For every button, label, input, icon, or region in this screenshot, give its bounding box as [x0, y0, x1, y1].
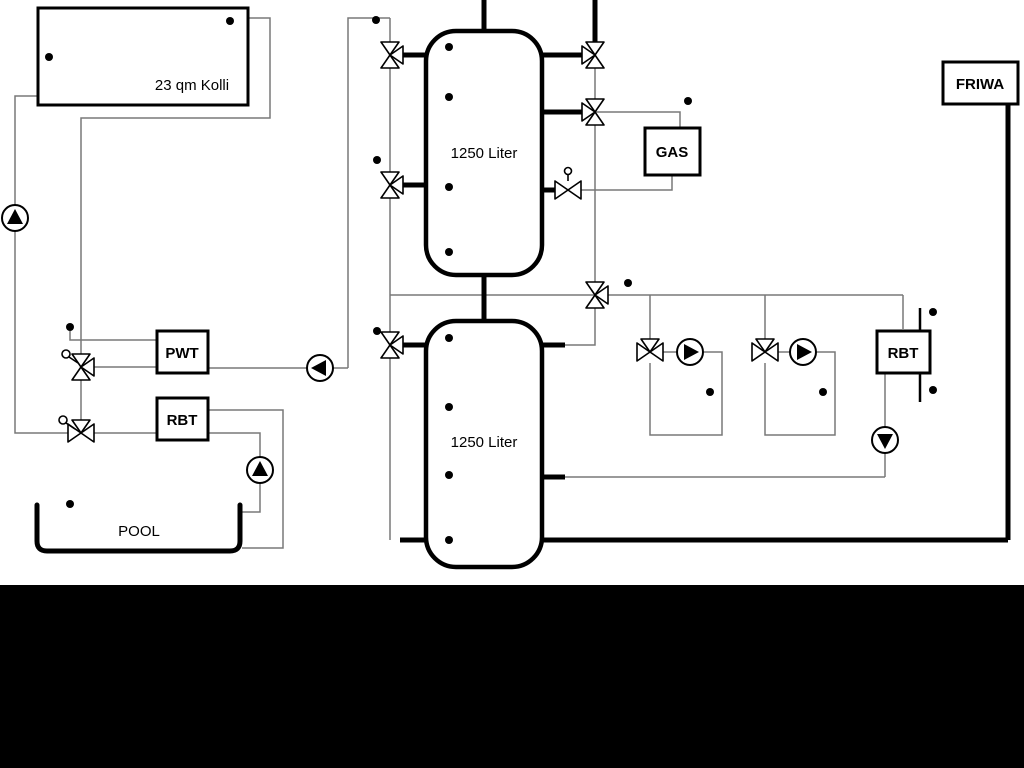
- heating-circuit-pump-1-icon: [676, 338, 704, 366]
- solar-collector-label: 23 qm Kolli: [155, 77, 229, 94]
- friwa-label: FRIWA: [956, 76, 1004, 93]
- gas-boiler-label: GAS: [656, 144, 689, 161]
- tank-bottom-left-valve-icon: [380, 331, 404, 359]
- letterbox: [0, 585, 1024, 768]
- temp-sensor-icon: [919, 386, 937, 394]
- buffer-charge-pump-icon: [306, 354, 334, 382]
- heating-mixer-1-icon: [636, 338, 664, 362]
- gas-boiler: GAS: [643, 126, 702, 177]
- heating-mixer-2-icon: [751, 338, 779, 362]
- temp-sensor-icon: [66, 500, 74, 518]
- pwt-label: PWT: [165, 345, 198, 362]
- rbt-left-label: RBT: [167, 412, 198, 429]
- schematic-canvas: 1250 Liter 1250 Liter 23 qm Kolli PWT RB…: [0, 0, 1024, 585]
- solar-collector: 23 qm Kolli: [36, 6, 250, 107]
- gas-return-valve-icon: [554, 166, 582, 200]
- heating-circuit-pump-2-icon: [789, 338, 817, 366]
- friwa-station: FRIWA: [941, 60, 1020, 106]
- tank-top-left-lower-valve-icon: [380, 171, 404, 199]
- collector-three-way-valve-icon: [71, 353, 95, 381]
- pool-three-way-valve-icon: [67, 419, 95, 443]
- rbt-right-label: RBT: [888, 345, 919, 362]
- temp-sensor-icon: [684, 97, 692, 115]
- pumps: [1, 204, 899, 484]
- rbt-right-heat-exchanger: RBT: [875, 329, 932, 375]
- piping-thin: [14, 17, 904, 549]
- hydraulic-schematic: 1250 Liter 1250 Liter 23 qm Kolli PWT RB…: [1, 0, 1020, 570]
- temp-sensor-icon: [372, 16, 390, 24]
- buffer-tank-bottom: 1250 Liter: [423, 318, 545, 570]
- piping-main: [400, 0, 1011, 543]
- rbt-left-heat-exchanger: RBT: [155, 396, 210, 442]
- rbt-right-pump-icon: [871, 426, 899, 454]
- buffer-tank-bottom-label: 1250 Liter: [451, 434, 518, 451]
- pool-label: POOL: [118, 523, 160, 540]
- tank-top-left-upper-valve-icon: [380, 41, 404, 69]
- valves: [58, 41, 779, 443]
- buffer-tank-top: 1250 Liter: [423, 28, 545, 278]
- valve-actuator-icons: [58, 349, 79, 430]
- collector-pump-icon: [1, 204, 29, 232]
- pool: POOL: [34, 502, 243, 554]
- pwt-heat-exchanger: PWT: [155, 329, 210, 375]
- tank-top-right-valve-icon: [581, 41, 605, 69]
- temp-sensor-icon: [919, 308, 937, 316]
- temp-sensor-icon: [373, 156, 391, 164]
- buffer-tank-top-label: 1250 Liter: [451, 145, 518, 162]
- pool-pump-icon: [246, 456, 274, 484]
